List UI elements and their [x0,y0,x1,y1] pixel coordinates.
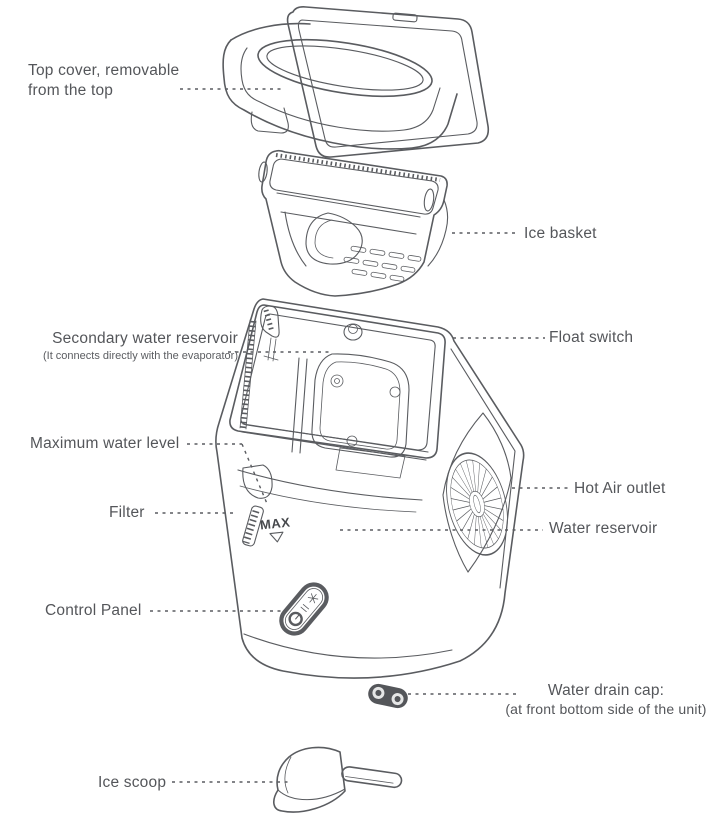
label-water-drain-cap: Water drain cap: (at front bottom side o… [498,681,714,719]
label-ice-scoop: Ice scoop [98,774,167,791]
label-filter: Filter [109,504,145,521]
power-button-icon [288,611,303,627]
fan-blades [450,459,504,549]
label-top-cover-line1: Top cover, removable [28,62,180,79]
label-secondary-reservoir: Secondary water reservoir (It connects d… [8,329,238,363]
label-secondary-reservoir-title: Secondary water reservoir [52,330,238,347]
snowflake-icon [307,593,319,604]
label-water-drain-cap-line1: Water drain cap: [547,682,665,699]
main-unit-drawing: MAX [215,298,525,709]
label-water-drain-cap-line2: (at front bottom side of the unit) [505,700,707,717]
fan-part [442,412,512,573]
label-top-cover-line2: from the top [28,81,114,99]
label-float-switch: Float switch [549,329,634,346]
indicator-bars-icon [300,604,310,613]
top-cover-drawing [222,6,490,158]
label-top-cover: Top cover, removable from the top [28,61,179,101]
label-hot-air-outlet: Hot Air outlet [574,480,666,497]
max-text: MAX [259,514,291,532]
filter-part [242,505,264,547]
float-switch-part [343,323,363,341]
ice-basket-drawing [258,149,449,297]
leader-lines [150,88,568,783]
evaporator-cover [311,353,410,458]
label-secondary-reservoir-subtitle: (It connects directly with the evaporato… [42,349,238,362]
label-ice-basket: Ice basket [524,225,597,242]
label-max-water-level: Maximum water level [30,435,180,452]
drain-cap-part [368,683,408,709]
control-panel-part [279,582,329,636]
label-water-reservoir: Water reservoir [549,520,658,537]
ice-scoop-drawing [273,746,403,813]
label-control-panel: Control Panel [45,602,142,619]
basket-drain-slots [343,245,422,282]
max-level-marking: MAX [259,514,291,543]
